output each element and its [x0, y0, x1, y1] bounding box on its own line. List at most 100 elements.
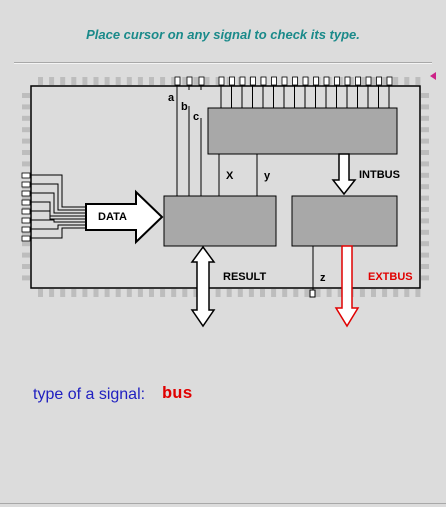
- signal-x-label[interactable]: X: [226, 170, 234, 182]
- data-arrow[interactable]: [85, 189, 164, 245]
- upper-block: [207, 107, 398, 155]
- bottom-pin: [171, 289, 177, 297]
- top-pin: [149, 77, 154, 85]
- right-pin: [421, 184, 429, 190]
- data-wire: [30, 192, 86, 214]
- right-pin: [421, 172, 429, 178]
- bottom-pin: [304, 289, 310, 297]
- data-pin: [21, 190, 31, 197]
- data-pin: [21, 172, 31, 179]
- left-pin: [22, 161, 30, 167]
- top-pin: [49, 77, 55, 85]
- top-pin: [71, 77, 77, 85]
- bus-pin: [334, 76, 340, 86]
- right-pin: [421, 229, 429, 235]
- data-wire: [30, 224, 86, 230]
- signal-c-label[interactable]: c: [193, 111, 199, 123]
- bottom-pin: [60, 289, 66, 297]
- right-pin: [421, 161, 429, 167]
- signal-pin: [174, 76, 181, 86]
- bottom-pin: [393, 289, 399, 297]
- bus-pin: [250, 76, 256, 86]
- data-input-wires[interactable]: [21, 172, 86, 242]
- pin1-marker: [430, 72, 436, 80]
- signal-pin: [198, 76, 205, 86]
- top-pin: [204, 77, 210, 85]
- top-wires[interactable]: [174, 76, 393, 108]
- bottom-pin: [237, 289, 243, 297]
- top-pin: [82, 77, 88, 85]
- data-wire: [30, 219, 86, 223]
- bottom-pin: [104, 289, 110, 297]
- bus-pin: [376, 76, 382, 86]
- bus-pin: [302, 76, 309, 86]
- instruction-text: Place cursor on any signal to check its …: [86, 27, 360, 42]
- signal-b-label[interactable]: b: [181, 101, 188, 113]
- intbus-label[interactable]: INTBUS: [359, 169, 400, 181]
- data-wire: [30, 174, 86, 208]
- bus-pin: [365, 76, 372, 86]
- bottom-pin: [137, 289, 143, 297]
- bottom-pin: [149, 289, 154, 297]
- bus-pin: [292, 76, 298, 86]
- bottom-pins: [38, 289, 421, 297]
- right-pin: [421, 127, 429, 133]
- signal-z-label[interactable]: z: [320, 272, 326, 284]
- result-arrow[interactable]: [190, 245, 216, 328]
- left-block: [163, 195, 277, 247]
- bus-pin: [355, 76, 361, 86]
- bottom-pin: [404, 289, 410, 297]
- extbus-arrow[interactable]: [334, 245, 360, 328]
- bottom-pin: [382, 289, 388, 297]
- data-wire: [30, 227, 86, 239]
- bottom-pin: [248, 289, 254, 297]
- bottom-pin: [326, 289, 332, 297]
- right-pin: [421, 150, 429, 155]
- left-pin: [22, 264, 30, 269]
- data-pin: [21, 217, 31, 224]
- bottom-pin: [193, 289, 199, 297]
- right-pin: [421, 93, 429, 98]
- right-pin: [421, 218, 429, 224]
- bottom-pin: [282, 289, 288, 297]
- right-pin: [421, 104, 429, 110]
- top-pin: [60, 77, 66, 85]
- signal-y-label[interactable]: y: [264, 170, 271, 182]
- bus-pin: [323, 76, 330, 86]
- bottom-pin: [215, 289, 221, 297]
- right-pin: [421, 241, 429, 247]
- top-pin: [393, 77, 399, 85]
- right-pin: [421, 252, 429, 258]
- top-pin: [38, 77, 43, 85]
- top-pin: [415, 77, 421, 85]
- signal-z-pin[interactable]: [309, 289, 316, 298]
- top-pin: [104, 77, 110, 85]
- divider: [14, 62, 432, 64]
- extbus-label[interactable]: EXTBUS: [368, 271, 413, 283]
- bus-pin: [344, 76, 351, 86]
- result-label[interactable]: RESULT: [223, 271, 266, 283]
- bottom-pin: [359, 289, 365, 297]
- left-pin: [22, 138, 30, 144]
- bottom-pin: [415, 289, 421, 297]
- bus-pin: [386, 76, 393, 86]
- bottom-pin: [226, 289, 232, 297]
- data-pin: [21, 208, 31, 215]
- right-pin: [421, 207, 429, 212]
- right-pin: [421, 195, 429, 201]
- left-pin: [22, 241, 30, 247]
- bottom-pin: [271, 289, 277, 297]
- intbus-arrow[interactable]: [331, 153, 357, 196]
- left-pin: [22, 115, 30, 121]
- bottom-pin: [315, 289, 321, 297]
- left-pin: [22, 104, 30, 110]
- right-pin: [421, 264, 429, 269]
- signal-a-label[interactable]: a: [168, 92, 175, 104]
- data-wire: [30, 201, 86, 217]
- left-pin: [22, 275, 30, 281]
- top-pin: [371, 77, 376, 85]
- data-label[interactable]: DATA: [98, 211, 127, 223]
- top-pin: [215, 77, 221, 85]
- bottom-pin: [182, 289, 188, 297]
- top-pin: [359, 77, 365, 85]
